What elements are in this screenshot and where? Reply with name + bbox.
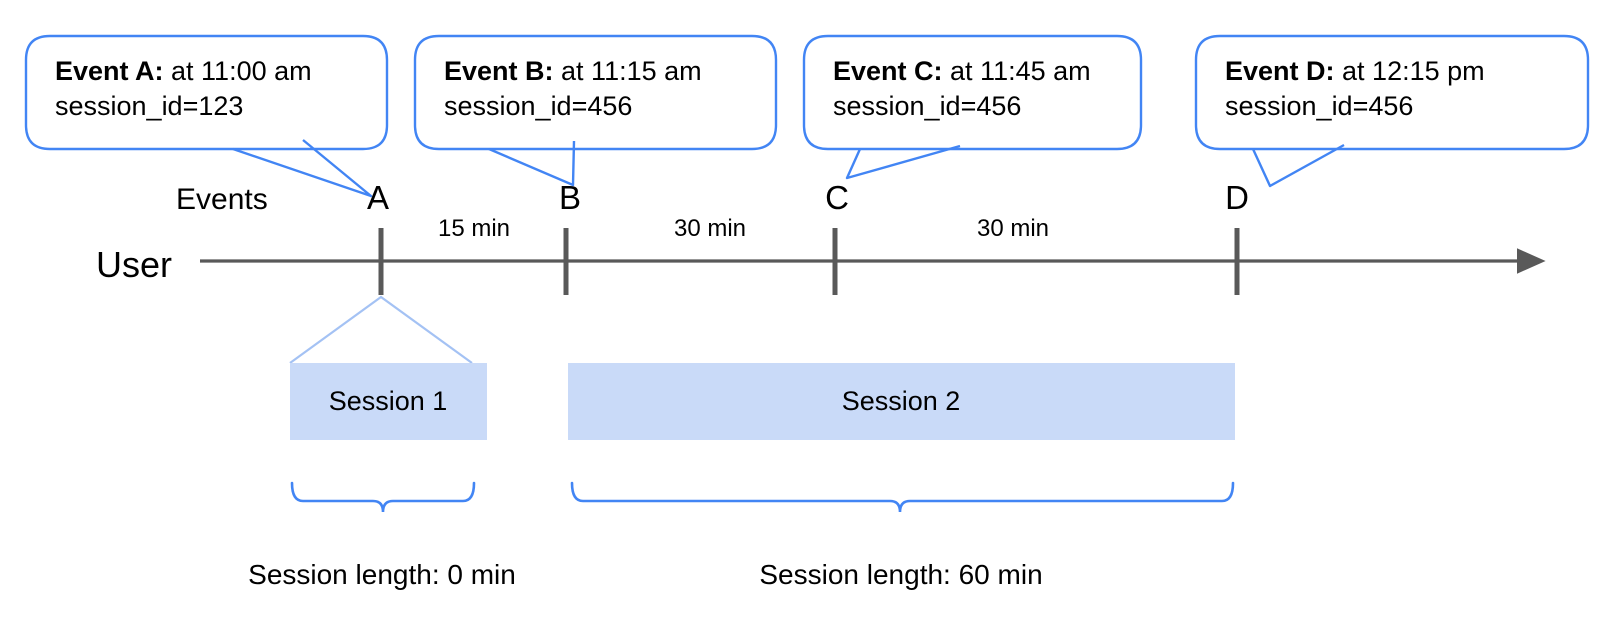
session-2-bar[interactable] [568,363,1235,440]
user-row-label: User [96,244,172,285]
callout-a-line1: Event A: at 11:00 am [55,56,312,86]
session-1-brace [290,481,476,513]
session-2-label: Session 2 [842,386,961,416]
callout-d-line1: Event D: at 12:15 pm [1225,56,1485,86]
interval-label-a-b: 15 min [438,215,510,242]
callout-a-bubble [24,34,389,151]
callout-d-bubble [1194,34,1590,151]
callout-c-line1: Event C: at 11:45 am [833,56,1091,86]
callout-a-line2: session_id=123 [55,91,243,121]
session-1-funnel [289,295,473,364]
event-marker-a: A [367,179,389,216]
callout-c-bubble [802,34,1143,151]
callout-b-tail [488,140,576,187]
session-2-brace [570,481,1235,513]
callout-d-tail [1251,143,1345,188]
session-1-bar[interactable] [290,363,487,440]
session-2-length-label: Session length: 60 min [759,559,1042,590]
interval-label-c-d: 30 min [977,215,1049,242]
session-1-length-label: Session length: 0 min [248,559,516,590]
callout-c-line2: session_id=456 [833,91,1021,121]
callout-d-line2: session_id=456 [1225,91,1413,121]
event-marker-b: B [559,179,581,216]
callout-event-c[interactable]: Event C: at 11:45 am session_id=456 [802,34,1143,180]
event-marker-d: D [1225,179,1249,216]
callout-c-tail [845,144,961,180]
callout-event-a[interactable]: Event A: at 11:00 am session_id=123 [24,34,389,198]
callout-b-bubble [413,34,778,151]
event-marker-c: C [825,179,849,216]
callout-event-d[interactable]: Event D: at 12:15 pm session_id=456 [1194,34,1590,188]
callout-event-b[interactable]: Event B: at 11:15 am session_id=456 [413,34,778,187]
callout-a-tail [232,139,373,198]
callout-b-line1: Event B: at 11:15 am [444,56,702,86]
events-row-label: Events [176,183,268,216]
interval-label-b-c: 30 min [674,215,746,242]
session-1-label: Session 1 [329,386,448,416]
callout-b-line2: session_id=456 [444,91,632,121]
